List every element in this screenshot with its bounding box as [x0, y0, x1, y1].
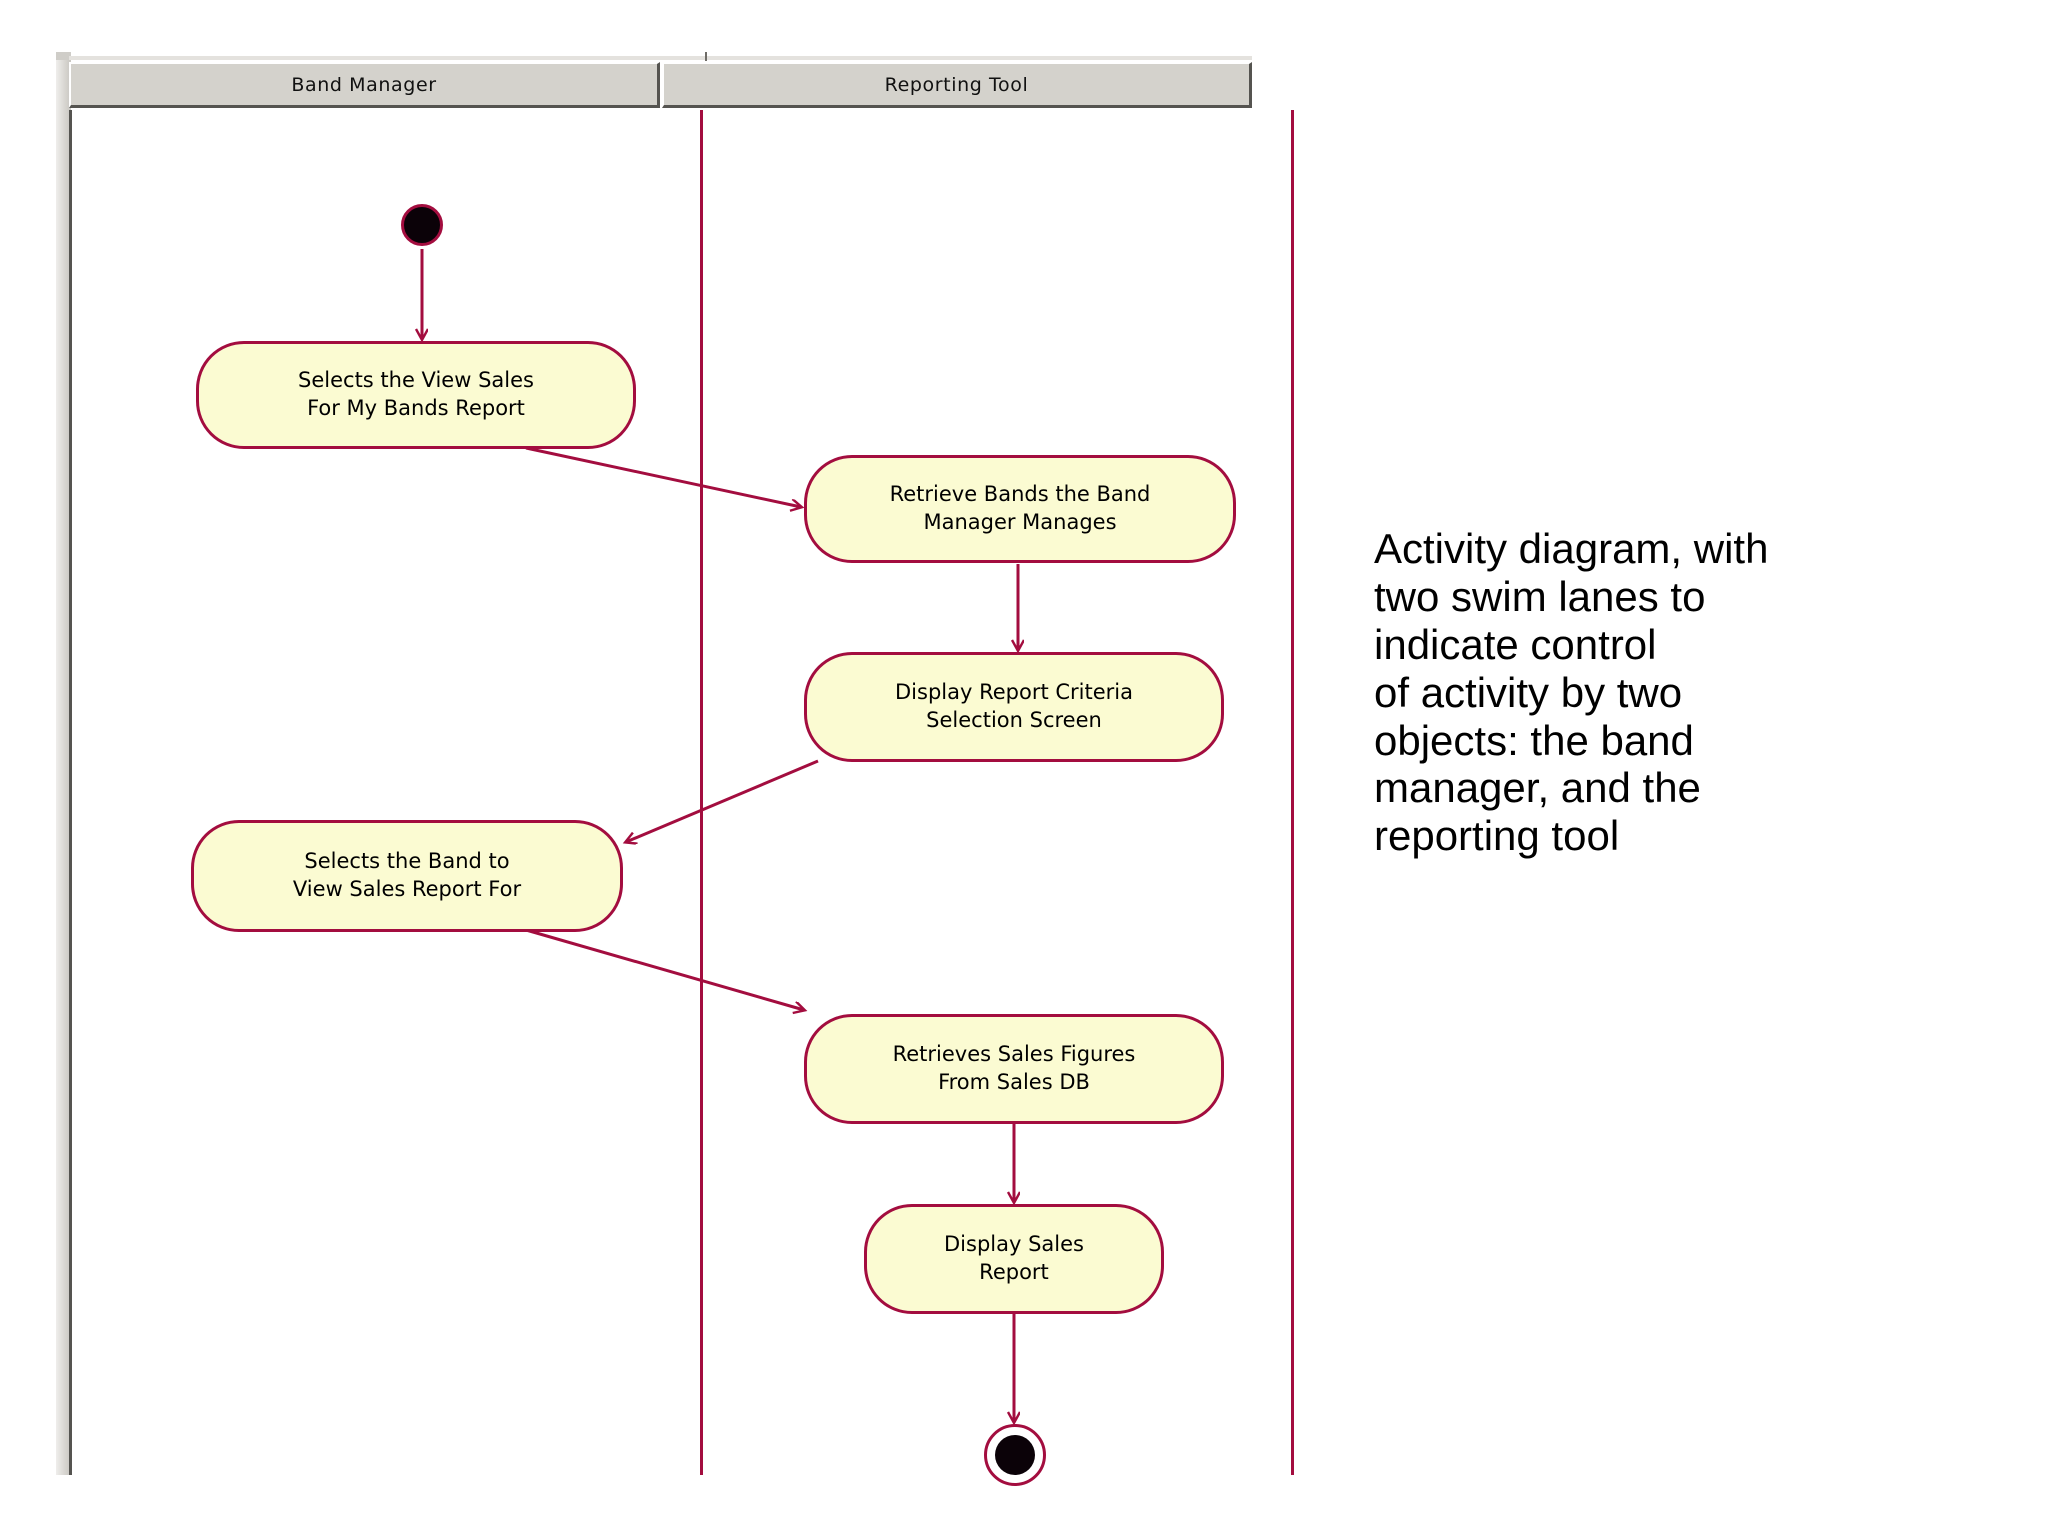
activity-label: Selects the Band to View Sales Report Fo…	[292, 849, 522, 901]
lane-header-strip	[69, 56, 1252, 60]
swimlane-header-band-manager[interactable]: Band Manager	[69, 62, 660, 108]
swimlane-header-reporting-tool[interactable]: Reporting Tool	[662, 62, 1252, 108]
activity-label: Selects the View Sales For My Bands Repo…	[298, 368, 534, 420]
swimlane-divider-right	[1291, 110, 1294, 1475]
activity-label: Retrieve Bands the Band Manager Manages	[889, 482, 1151, 534]
activity-node-display-report-criteria[interactable]: Display Report Criteria Selection Screen	[804, 652, 1224, 762]
vertical-scroll-gutter[interactable]	[56, 60, 71, 1475]
lane-divider-tick-icon	[705, 52, 707, 61]
initial-node[interactable]	[401, 204, 443, 246]
activity-node-retrieve-bands[interactable]: Retrieve Bands the Band Manager Manages	[804, 455, 1236, 563]
final-node[interactable]	[984, 1424, 1046, 1486]
swimlane-label: Reporting Tool	[884, 73, 1029, 96]
swimlane-header-row: Band Manager Reporting Tool	[69, 60, 1252, 110]
activity-diagram-window: Band Manager Reporting Tool	[56, 52, 1294, 1486]
activity-node-select-view-sales[interactable]: Selects the View Sales For My Bands Repo…	[196, 341, 636, 449]
activity-label: Display Sales Report	[944, 1232, 1084, 1284]
swimlane-divider-middle	[700, 110, 703, 1475]
final-node-inner	[995, 1435, 1035, 1475]
activity-node-retrieve-sales-figures[interactable]: Retrieves Sales Figures From Sales DB	[804, 1014, 1224, 1124]
activity-label: Retrieves Sales Figures From Sales DB	[892, 1042, 1136, 1094]
activity-label: Display Report Criteria Selection Screen	[895, 680, 1133, 732]
activity-node-select-band[interactable]: Selects the Band to View Sales Report Fo…	[191, 820, 623, 932]
diagram-caption: Activity diagram, with two swim lanes to…	[1374, 525, 1769, 860]
swimlane-label: Band Manager	[291, 73, 437, 96]
activity-node-display-sales-report[interactable]: Display Sales Report	[864, 1204, 1164, 1314]
